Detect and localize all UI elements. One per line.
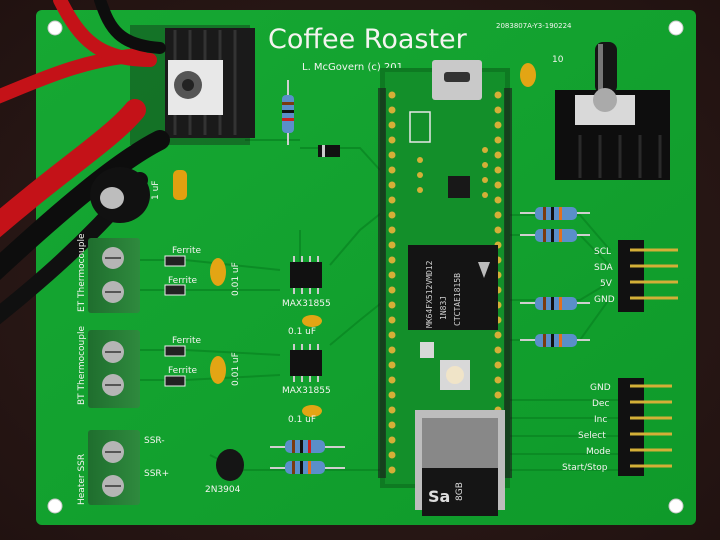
- cap-max-2: [302, 405, 322, 417]
- max31855-chip-1: [290, 256, 322, 294]
- button-header: [618, 378, 672, 476]
- mcu-chip: [408, 245, 498, 330]
- diode: [318, 145, 340, 157]
- silk-outline: [409, 111, 431, 143]
- btn-label-dec: Dec: [592, 399, 609, 409]
- ferrites: [164, 255, 186, 387]
- terminal-block-bt: [88, 330, 140, 408]
- btn-label-start-stop: Start/Stop: [562, 463, 608, 473]
- resistor-bottom-1: [270, 440, 345, 453]
- btn-label-mode: Mode: [586, 447, 611, 457]
- max-label-1: MAX31855: [282, 299, 331, 309]
- terminal-block-heater: [88, 430, 140, 505]
- voltage-regulator: [130, 25, 255, 145]
- resistor-bottom-2: [270, 461, 345, 474]
- heater-ssr-label: Heater SSR: [77, 454, 87, 505]
- cap-top-left: [173, 170, 187, 200]
- transistor-label: 2N3904: [205, 485, 241, 495]
- btn-label-gnd: GND: [590, 383, 611, 393]
- sd-card-brand: Sa: [428, 487, 450, 506]
- sd-card-slot: [415, 410, 505, 516]
- i2c-label-gnd: GND: [594, 295, 615, 305]
- mounting-holes: [47, 20, 684, 514]
- ssr-minus-label: SSR-: [144, 436, 165, 446]
- cap-label-1: 0.01 uF: [231, 262, 241, 296]
- cap-right-small: [520, 63, 536, 87]
- mcu-marking-3: CTCTAE1815B: [453, 273, 462, 326]
- cap-label-4: 0.1 uF: [288, 415, 316, 425]
- board-title: Coffee Roaster: [268, 24, 468, 55]
- transistor: [216, 449, 244, 481]
- pcb-board: [36, 10, 696, 525]
- electrolytic-capacitor-left: [90, 167, 150, 223]
- ferrite-label-3: Ferrite: [172, 336, 201, 346]
- right-resistors: [520, 207, 590, 347]
- cap-label-3: 0.1 uF: [288, 327, 316, 337]
- max31855-chip-2: [290, 344, 322, 382]
- bt-thermocouple-label: BT Thermocouple: [77, 326, 87, 405]
- small-component: [420, 342, 434, 358]
- et-thermocouple-label: ET Thermocouple: [77, 233, 87, 312]
- sd-card-capacity: 8GB: [455, 482, 465, 501]
- cap-label-2: 0.01 uF: [231, 352, 241, 386]
- btn-label-inc: Inc: [594, 415, 607, 425]
- cap-et: [210, 258, 226, 286]
- small-ic: [448, 176, 470, 198]
- ssr-plus-label: SSR+: [144, 469, 169, 479]
- ferrite-label-4: Ferrite: [168, 366, 197, 376]
- btn-label-select: Select: [578, 431, 606, 441]
- teensy-pads: [417, 147, 488, 198]
- cap-bt: [210, 356, 226, 384]
- i2c-label-scl: SCL: [594, 247, 611, 257]
- terminal-block-et: [88, 238, 140, 313]
- cap-max-1: [302, 315, 322, 327]
- cap-top-label: 1 uF: [151, 181, 161, 200]
- ferrite-label-1: Ferrite: [172, 246, 201, 256]
- resistor-top: [282, 80, 294, 145]
- cap-right-label: 10: [552, 55, 564, 65]
- usb-connector: [432, 60, 482, 100]
- heatsink-right: [555, 88, 670, 180]
- program-button: [440, 360, 470, 390]
- power-wires: [0, 0, 170, 325]
- electrolytic-capacitor-right: [595, 42, 617, 94]
- mcu-marking-1: MK64FX512VMD12: [425, 260, 434, 328]
- max-label-2: MAX31855: [282, 386, 331, 396]
- i2c-label-5v: 5V: [600, 279, 613, 289]
- ferrite-label-2: Ferrite: [168, 276, 197, 286]
- author-credit: L. McGovern (c) 201: [302, 62, 403, 73]
- part-number: 2083807A-Y3-190224: [496, 22, 572, 30]
- i2c-header: [618, 240, 678, 312]
- i2c-label-sda: SDA: [594, 263, 613, 273]
- mcu-marking-2: 1N83J: [439, 296, 448, 320]
